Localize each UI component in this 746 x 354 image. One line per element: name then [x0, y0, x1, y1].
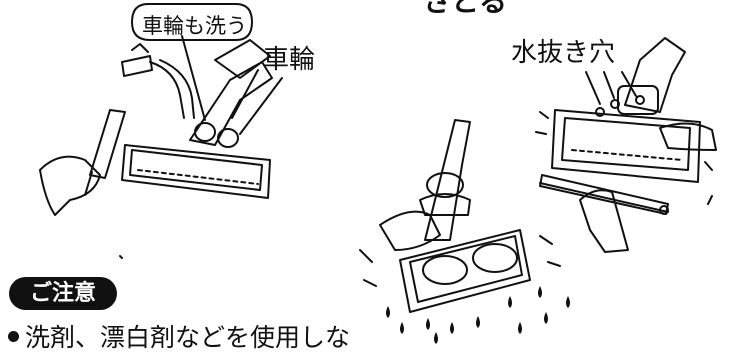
- notice-item: 洗剤、漂白剤などを使用しな: [8, 318, 350, 354]
- cloth-hand: [579, 189, 629, 253]
- faucet-icon: [121, 43, 195, 119]
- wheels-label: 車輪: [263, 45, 316, 75]
- brush-icon: [84, 109, 126, 196]
- nozzle-head-right-top: [551, 37, 717, 183]
- nozzle-head-left: [121, 39, 273, 199]
- bullet-icon: [8, 330, 19, 342]
- hand-left: [39, 155, 101, 216]
- speech-bubble-icon: [130, 3, 254, 41]
- water-drops: [386, 286, 570, 344]
- wash-wheels-bubble: 車輪も洗う: [128, 2, 256, 42]
- notice-text: 洗剤、漂白剤などを使用しな: [25, 323, 351, 352]
- roller-brush: [539, 174, 669, 215]
- hand-bottom: [379, 193, 471, 251]
- drain-holes-label: 水抜き穴: [511, 38, 616, 68]
- notice-badge: ご注意: [9, 277, 117, 310]
- wash-wheels-label: 車輪も洗う: [142, 14, 247, 38]
- header-fragment: さとる: [423, 0, 508, 18]
- nozzle-head-bottom: [399, 119, 531, 313]
